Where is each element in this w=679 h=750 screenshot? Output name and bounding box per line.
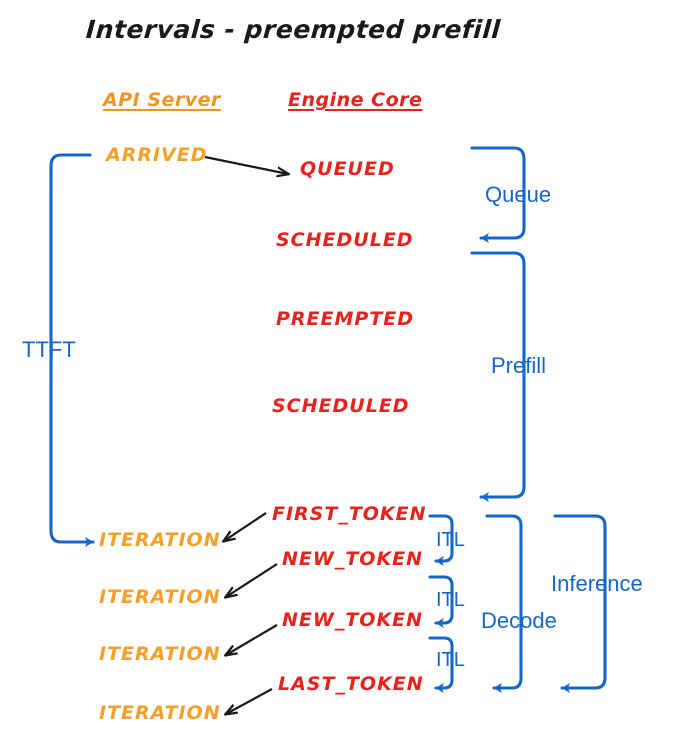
interval-label-inference: Inference — [551, 571, 643, 596]
arrow-last-token-to-iteration — [226, 688, 273, 714]
bracket-ttft — [49, 153, 95, 548]
event-scheduled-1: SCHEDULED — [276, 229, 414, 251]
event-queued: QUEUED — [300, 158, 395, 180]
bracket-itl-3 — [428, 636, 454, 694]
arrow-new-token-2-to-iteration — [226, 624, 278, 655]
interval-label-prefill: Prefill — [491, 353, 547, 378]
interval-label-decode: Decode — [481, 608, 557, 633]
event-scheduled-2: SCHEDULED — [272, 395, 410, 417]
bracket-itl-1 — [428, 514, 454, 567]
interval-label-queue: Queue — [485, 182, 552, 207]
column-header-api-server: API Server — [103, 89, 221, 111]
event-new-token-2: NEW_TOKEN — [282, 609, 424, 631]
bracket-itl-2 — [428, 575, 454, 629]
bracket-decode — [485, 514, 523, 694]
event-iteration-3: ITERATION — [99, 643, 221, 665]
event-arrived: ARRIVED — [106, 144, 208, 166]
event-iteration-4: ITERATION — [99, 702, 221, 724]
event-iteration-2: ITERATION — [99, 586, 221, 608]
interval-label-ttft: TTFT — [22, 337, 76, 362]
bracket-queue — [470, 146, 526, 244]
bracket-prefill — [470, 251, 526, 503]
bracket-inference — [553, 514, 607, 694]
event-preempted: PREEMPTED — [276, 308, 415, 330]
column-header-engine-core: Engine Core — [288, 89, 423, 111]
arrow-first-token-to-iteration — [224, 512, 267, 541]
event-last-token: LAST_TOKEN — [278, 673, 424, 695]
event-first-token: FIRST_TOKEN — [272, 503, 427, 525]
arrow-new-token-1-to-iteration — [226, 563, 278, 597]
event-iteration-1: ITERATION — [99, 529, 221, 551]
event-new-token-1: NEW_TOKEN — [282, 548, 424, 570]
arrow-arrived-to-queued — [204, 155, 288, 174]
